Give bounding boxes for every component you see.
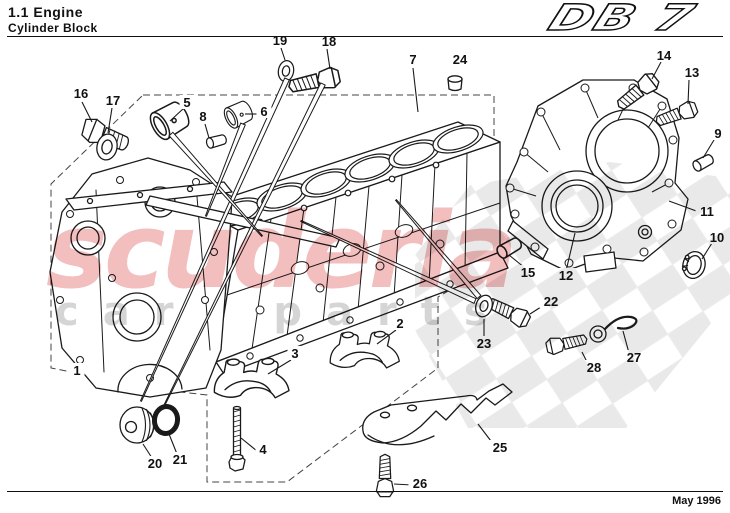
cylinder-block-drawing [49, 121, 509, 398]
callout-backing [448, 52, 472, 66]
callout-backing [287, 346, 303, 360]
wedge-leader-layer [139, 77, 482, 407]
callout-17: 17 [106, 93, 120, 108]
front-housing [49, 157, 341, 398]
callout-24: 24 [453, 52, 468, 67]
callout-18: 18 [322, 34, 336, 49]
watermark-text-primary: scuderia [46, 190, 514, 312]
checkered-flag-pattern [415, 162, 730, 428]
leader-line [376, 329, 397, 345]
db7-logo-text: DB 7 [543, 0, 701, 38]
part-21-o-ring [151, 404, 181, 436]
callout-backing [179, 95, 195, 109]
leader-line [326, 48, 331, 70]
callout-2: 2 [396, 316, 403, 331]
callout-backing [652, 48, 676, 62]
callout-1: 1 [73, 363, 80, 378]
callout-backing [195, 109, 211, 123]
callout-backing [710, 126, 726, 140]
callout-backing [488, 440, 512, 454]
page-title: 1.1 Engine [8, 4, 84, 20]
leader-line [651, 61, 662, 80]
callout-backing [143, 456, 167, 470]
callout-5: 5 [183, 95, 190, 110]
part-18-bolt [286, 65, 342, 98]
callout-backing [405, 52, 421, 66]
leader-line [204, 123, 210, 139]
callout-backing [256, 104, 272, 118]
page-subtitle: Cylinder Block [8, 21, 98, 35]
part-20-gallery-plug [119, 406, 155, 444]
leader-line [81, 101, 93, 123]
leader-line [412, 67, 419, 113]
leader-line [168, 433, 178, 455]
callout-3: 3 [291, 346, 298, 361]
callout-20: 20 [148, 456, 162, 471]
wedge-leader [139, 77, 290, 402]
part-17-washer [96, 133, 118, 161]
leader-line [169, 107, 185, 122]
db7-logo: DB 7 [542, 0, 702, 38]
callout-26: 26 [413, 476, 427, 491]
leader-line [267, 359, 292, 375]
part-9-dowel [690, 152, 716, 174]
callout-4: 4 [259, 442, 267, 457]
callout-16: 16 [74, 86, 88, 101]
callout-14: 14 [657, 48, 672, 63]
leader-line [702, 139, 715, 159]
callout-13: 13 [685, 65, 699, 80]
callout-backing [168, 452, 192, 466]
leader-line [240, 437, 258, 452]
part-4-long-bolt [228, 405, 246, 472]
callout-backing [317, 34, 341, 48]
part-24-cup-plug [447, 75, 463, 92]
boundary-box [50, 94, 495, 483]
callout-backing [680, 65, 704, 79]
leader-line [280, 47, 286, 61]
callout-6: 6 [260, 104, 267, 119]
leader-line [107, 107, 113, 134]
watermark-text-secondary: car parts [55, 289, 512, 335]
header-rule [7, 36, 723, 37]
callout-9: 9 [714, 126, 721, 141]
callout-backing [69, 86, 93, 100]
wedge-leader [168, 131, 264, 237]
wedge-leader [162, 82, 326, 407]
callout-backing [69, 363, 85, 377]
callout-7: 7 [409, 52, 416, 67]
callout-backing [255, 442, 271, 456]
footer-date: May 1996 [672, 495, 721, 507]
callout-21: 21 [173, 452, 187, 467]
callout-backing [101, 93, 125, 107]
callout-8: 8 [199, 109, 206, 124]
wedge-leader [204, 122, 246, 217]
callout-backing [392, 316, 408, 330]
footer-rule [7, 491, 723, 492]
callout-25: 25 [493, 440, 507, 455]
leader-line [687, 79, 690, 105]
callout-backing [408, 476, 432, 490]
leader-line [142, 443, 153, 459]
header: 1.1 Engine Cylinder Block [8, 4, 98, 35]
